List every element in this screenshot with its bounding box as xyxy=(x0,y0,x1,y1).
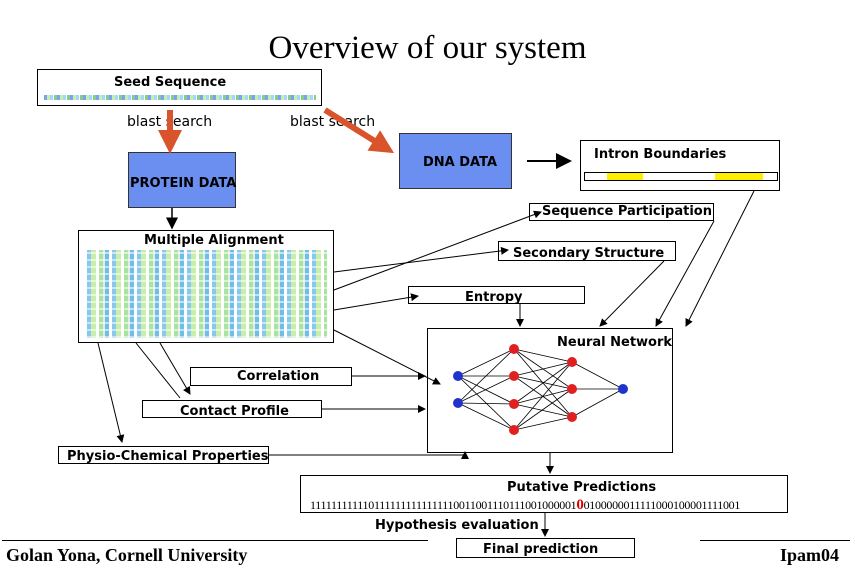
prediction-bits-a: 1111111111101111111111111110011001110111… xyxy=(310,498,577,512)
footer-line-left xyxy=(2,540,428,541)
contact-profile-label: Contact Profile xyxy=(180,404,289,419)
nn-input-node xyxy=(453,398,463,408)
blast-arrow-right xyxy=(323,107,395,154)
nn-hidden-node xyxy=(567,384,577,394)
multiple-alignment-box: Multiple Alignment xyxy=(78,230,334,343)
entropy-box: Entropy xyxy=(408,286,585,305)
prediction-bits-mark: 0 xyxy=(576,497,584,513)
intron-boundaries-label: Intron Boundaries xyxy=(594,147,727,162)
nn-hidden-node xyxy=(509,399,519,409)
nn-output-node xyxy=(618,384,628,394)
neural-network-label: Neural Network xyxy=(557,335,673,350)
final-prediction-box: Final prediction xyxy=(456,538,635,558)
protein-data-label: PROTEIN DATA xyxy=(130,176,237,191)
hypothesis-evaluation-label: Hypothesis evaluation xyxy=(375,518,539,533)
alignment-to-secondary-arrow xyxy=(333,246,509,273)
entropy-label: Entropy xyxy=(465,290,523,305)
alignment-to-correlation-arrow xyxy=(159,342,191,395)
nn-hidden-node xyxy=(567,357,577,367)
nn-hidden-node xyxy=(509,425,519,435)
correlation-label: Correlation xyxy=(237,369,320,384)
footer-line-right xyxy=(700,540,850,541)
seed-sequence-box: Seed Sequence xyxy=(37,69,322,106)
multiple-alignment-label: Multiple Alignment xyxy=(144,233,284,248)
intron-strip xyxy=(584,172,778,181)
final-prediction-label: Final prediction xyxy=(483,542,599,557)
alignment-to-contact-arrow xyxy=(135,342,181,399)
nn-input-node xyxy=(453,371,463,381)
protein-data-box: PROTEIN DATA xyxy=(128,152,236,208)
physio-to-nn-arrow xyxy=(269,451,469,459)
participation-to-nn-arrow xyxy=(655,220,715,327)
seed-sequence-strip xyxy=(44,95,316,100)
nn-hidden-nodes xyxy=(509,344,577,435)
sequence-participation-label: Sequence Participation xyxy=(542,204,712,219)
nn-hidden-node xyxy=(509,344,519,354)
putative-predictions-box: Putative Predictions 1111111111101111111… xyxy=(300,475,788,513)
prediction-bits-b: 0100000011111000100001111001 xyxy=(583,498,741,512)
dna-data-label: DNA DATA xyxy=(423,155,498,170)
physio-chemical-label: Physio-Chemical Properties xyxy=(67,449,269,464)
dna-data-box: DNA DATA xyxy=(399,133,512,189)
sequence-participation-box: Sequence Participation xyxy=(529,203,714,221)
alignment-to-physio-arrow xyxy=(97,342,125,443)
intron-boundaries-box: Intron Boundaries xyxy=(580,140,780,191)
alignment-to-entropy-arrow xyxy=(333,293,419,311)
secondary-structure-label: Secondary Structure xyxy=(513,246,665,261)
slide-title: Overview of our system xyxy=(268,30,587,66)
putative-predictions-label: Putative Predictions xyxy=(507,480,657,495)
correlation-box: Correlation xyxy=(190,367,352,386)
prediction-bits: 1111111111101111111111111110011001110111… xyxy=(310,497,740,514)
alignment-matrix xyxy=(87,250,327,338)
seed-sequence-label: Seed Sequence xyxy=(114,75,227,90)
secondary-structure-box: Secondary Structure xyxy=(498,241,676,261)
intron-to-nn-arrow xyxy=(685,190,755,327)
alignment-to-participation-arrow xyxy=(333,210,542,291)
secondary-to-nn-arrow xyxy=(599,260,665,327)
footer-tag: Ipam04 xyxy=(780,545,840,565)
nn-hidden-node xyxy=(509,371,519,381)
nn-edges xyxy=(457,348,624,431)
nn-hidden-node xyxy=(567,412,577,422)
contact-profile-box: Contact Profile xyxy=(142,400,322,419)
physio-chemical-box: Physio-Chemical Properties xyxy=(58,446,269,464)
neural-network-box: Neural Network xyxy=(427,328,673,453)
footer-author: Golan Yona, Cornell University xyxy=(6,545,248,565)
nn-input-nodes xyxy=(453,371,463,408)
